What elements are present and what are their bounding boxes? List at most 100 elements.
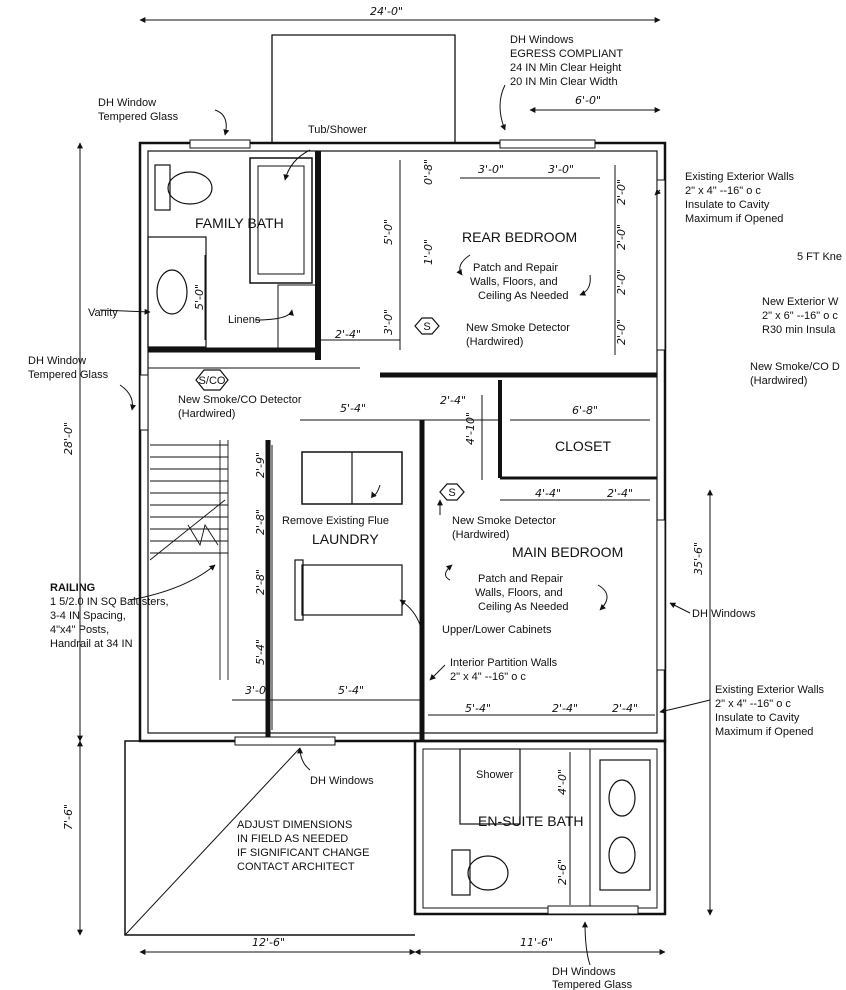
dim-laundry-h1: 2'-9" [254,452,267,478]
dim-left-lower: 7'-6" [62,804,75,830]
ensuite-outline [413,739,667,916]
smoke-symbol-label: S [423,321,430,333]
note-line: R30 min Insula [762,324,836,336]
note-adjust-dimensions: ADJUST DIMENSIONS IN FIELD AS NEEDED IF … [237,819,369,873]
room-ensuite-bath: EN-SUITE BATH [478,813,584,829]
dim-lower-w1: 5'-4" [465,702,491,715]
ensuite-sink-2 [608,836,636,874]
note-line: Tempered Glass [552,979,633,990]
note-line: Walls, Floors, and [470,276,558,288]
note-dh-windows-bottom: DH Windows [310,775,374,787]
ensuite-inner [422,748,658,909]
note-line: New Smoke Detector [452,515,556,527]
roof-bump-outline [271,34,456,143]
note-tub-shower: Tub/Shower [308,124,367,136]
note-line: Insulate to Cavity [715,712,800,724]
note-patch-rear: Patch and Repair Walls, Floors, and Ceil… [470,262,569,302]
smoke-symbol-label-main: S [448,487,455,499]
vanity-sink [156,269,188,315]
note-existing-walls-top: Existing Exterior Walls 2" x 4" --16" o … [685,171,795,225]
note-line: IF SIGNIFICANT CHANGE [237,847,369,859]
note-line: RAILING [50,582,95,594]
laundry-cabinet-upper [294,559,304,621]
note-egress-line-2: EGRESS COMPLIANT [510,48,623,60]
ensuite-shower [459,748,521,825]
lower-left-outline [124,740,415,936]
dim-lower-w2: 2'-4" [552,702,578,715]
smoke-co-symbol-label: S/CO [199,375,226,387]
dim-laundry-w2: 5'-4" [338,684,364,697]
dim-top-right: 6'-0" [575,94,601,107]
dim-right-height: 35'-6" [692,542,705,575]
room-closet: CLOSET [555,438,611,454]
note-line: Tempered Glass [28,369,109,381]
note-dh-windows-right: DH Windows [692,608,756,620]
note-line: (Hardwired) [750,375,807,387]
note-railing: RAILING 1 5/2.0 IN SQ Balusters, 3-4 IN … [50,582,169,650]
stairs [149,440,229,680]
room-shower: Shower [476,769,514,781]
ensuite-vanity [599,759,651,891]
dim-laundry-h4: 5'-4" [254,639,267,665]
tub [249,157,313,284]
dim-ensuite-h1: 4'-0" [556,769,569,795]
dim-laundry-h3: 2'-8" [254,569,267,595]
ensuite-toilet-tank [451,849,471,896]
smoke-co-detector-hall: S/CO [195,369,229,391]
ensuite-toilet-bowl [467,855,509,891]
note-egress-line-4: 20 IN Min Clear Width [510,76,618,88]
lower-left-diagonal [124,747,301,936]
note-smoke-co-hall: New Smoke/CO Detector (Hardwired) [178,394,302,420]
dim-hall-w: 5'-4" [340,402,366,415]
tub-inner [257,165,305,275]
room-rear-bedroom: REAR BEDROOM [462,229,577,245]
note-dh-window-tempered-top: DH Window Tempered Glass [98,97,179,123]
note-new-exterior: New Exterior W 2" x 6" --16" o c R30 min… [762,296,839,336]
dim-hall-small: 2'-4" [440,394,466,407]
dim-main-w2: 2'-4" [607,487,633,500]
note-line: Patch and Repair [478,573,563,585]
note-new-smoke-co-right: New Smoke/CO D (Hardwired) [750,361,840,387]
exterior-wall-outline [138,141,667,743]
dimension-lines [77,17,713,955]
ensuite-sink-1 [608,779,636,817]
note-line: IN FIELD AS NEEDED [237,833,348,845]
note-line: Interior Partition Walls [450,657,558,669]
vanity-counter [147,236,207,348]
note-line: New Smoke/CO Detector [178,394,302,406]
note-existing-walls-bottom: Existing Exterior Walls 2" x 4" --16" o … [715,684,825,738]
dim-bottom-left: 12'-6" [252,936,285,949]
note-line: DH Window [28,355,86,367]
note-line: Insulate to Cavity [685,199,770,211]
note-smoke-main: New Smoke Detector (Hardwired) [452,515,556,541]
dim-rear-w2: 3'-0" [548,163,574,176]
note-line: 2" x 4" --16" o c [450,671,526,683]
note-dh-window-left: DH Window Tempered Glass [28,355,109,381]
note-line: (Hardwired) [452,529,509,541]
note-line: New Exterior W [762,296,839,308]
note-line: Walls, Floors, and [475,587,563,599]
note-line: (Hardwired) [178,408,235,420]
dim-rear-h2: 0'-8" [422,159,435,185]
dim-right-a: 2'-0" [615,179,628,205]
dim-vanity-h: 5'-0" [193,284,206,310]
toilet-bowl [167,171,213,205]
note-line: 2" x 6" --16" o c [762,310,838,322]
note-line: Ceiling As Needed [478,290,569,302]
note-line: DH Window [98,97,156,109]
dim-linen-w: 2'-4" [335,328,361,341]
note-line: CONTACT ARCHITECT [237,861,355,873]
dim-right-d: 2'-0" [615,319,628,345]
linen-closet [277,284,319,351]
note-line: 3-4 IN Spacing, [50,610,126,622]
windows [139,139,666,915]
dim-right-b: 2'-0" [615,224,628,250]
note-patch-main: Patch and Repair Walls, Floors, and Ceil… [475,573,569,613]
dim-laundry-w1: 3'-0" [245,684,271,697]
note-linens: Linens [228,314,261,326]
dim-closet-h: 4'-10" [464,412,477,445]
note-cabinets: Upper/Lower Cabinets [442,624,552,636]
smoke-detector-main: S [439,483,465,501]
dim-rear-h1: 5'-0" [382,219,395,245]
